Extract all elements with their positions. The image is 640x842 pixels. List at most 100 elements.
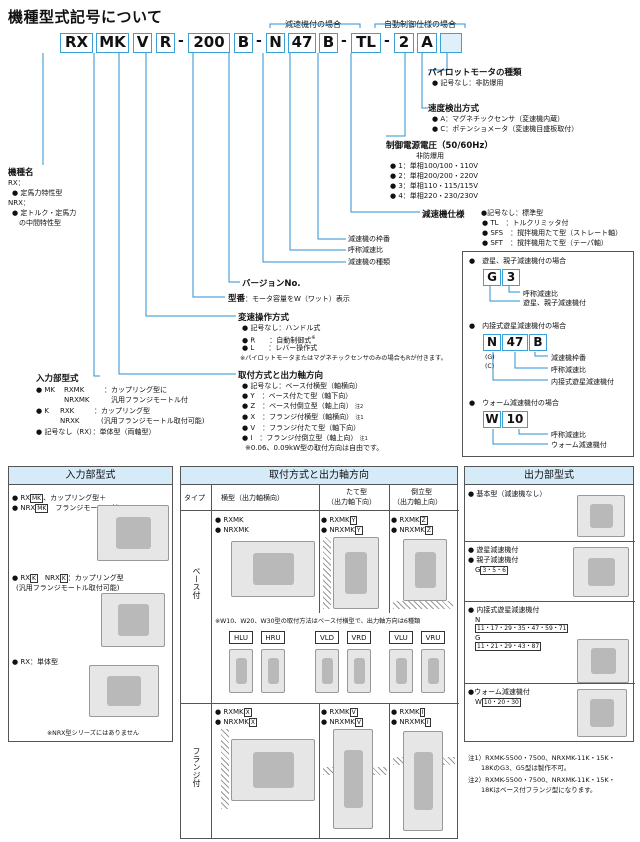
- code-2: 2: [394, 33, 414, 53]
- po-i3c: 11・17・29・35・47・59・71: [475, 624, 569, 633]
- input-type-k-desc2: (汎用フランジモートル取付可能): [94, 417, 205, 425]
- pi-row1-tag: MK: [30, 494, 44, 503]
- control-power-1: ● 1：単相100/100・110V: [390, 162, 479, 170]
- pm-f-v1-text: ● RXMK: [321, 708, 350, 716]
- pm-b-h1: ● RXMK: [215, 516, 244, 524]
- code-tl: TL: [351, 33, 381, 53]
- pm-f-i1-text: ● RXMK: [391, 708, 420, 716]
- pm-flange-label: フランジ付: [192, 747, 201, 787]
- input-type-k-rx: RXK: [60, 407, 75, 415]
- pm-vline-3: [389, 485, 390, 613]
- pi-row2-a-text: ● RX: [12, 574, 30, 582]
- variant-planetary-l1: 呼称減速比: [523, 290, 558, 298]
- pm-b-i-hatch: [393, 601, 453, 609]
- input-type-k-nrx: NRXK: [60, 417, 80, 425]
- pm-b-v-image: [333, 537, 379, 609]
- speed-detect-heading: 速度検出方式: [428, 104, 480, 114]
- speed-op-heading: 変速操作方式: [238, 313, 290, 323]
- mount-item-z-text: ● Z ：ベース付倒立型（軸上向）: [242, 402, 353, 410]
- pm-dir-vld-image: [315, 649, 339, 693]
- pm-f-h-hatch: [221, 729, 229, 809]
- variant-worm-l2: ウォーム減速機付: [551, 441, 607, 449]
- mount-item-x-text: ● X ：フランジ付横型（軸横向）: [242, 413, 354, 421]
- pm-dir-hru-image: [261, 649, 285, 693]
- pi-row2-tag: K: [30, 574, 38, 583]
- control-power-heading: 制御電源電圧（50/60Hz）: [386, 141, 493, 151]
- po-hline-2: [465, 601, 635, 602]
- model-no-heading: 型番: [228, 294, 246, 304]
- po-i2c: G: [475, 566, 481, 574]
- po-i3e: 11・21・29・43・87: [475, 642, 542, 651]
- code-dash-2: -: [256, 33, 262, 49]
- pm-vline-5: [389, 703, 390, 839]
- mount-item-none: ● 記号なし：ベース付横型（軸横向）: [242, 381, 402, 391]
- variant-inner-title: ● 内接式遊星減速機付の場合: [469, 322, 567, 330]
- po-i3-codes-n: 11・17・29・35・47・59・71: [475, 623, 569, 633]
- panel-mounting: 取付方式と出力軸方向 タイプ 横型（出力軸横向） たて型 （出力軸下向） 倒立型…: [180, 466, 459, 839]
- pi-row3: ● RX：単体型: [12, 658, 58, 666]
- pm-f-h1-text: ● RXMK: [215, 708, 244, 716]
- pm-b-v2-text: ● NRXMK: [321, 526, 355, 534]
- pi-row1-c: 、カップリング型＋: [43, 494, 107, 502]
- po-i1: ● 基本型（減速機なし）: [468, 490, 547, 498]
- code-b2: B: [319, 33, 338, 53]
- reducer-spec-3: ● SFS ：撹拌機用たて型（ストレート軸）: [482, 229, 623, 237]
- pi-row2-image: [101, 593, 165, 647]
- pm-f-i1-tag: I: [419, 708, 426, 717]
- model-name-nrx: NRX：: [8, 199, 30, 207]
- variant-worm-w: W: [483, 411, 501, 428]
- pm-dir-vru-image: [421, 649, 445, 693]
- pm-f-h2-tag: X: [248, 718, 257, 727]
- variant-planetary-title: ● 遊星、親子減速機付の場合: [469, 257, 567, 265]
- pm-b-v1-text: ● RXMK: [321, 516, 350, 524]
- pi-note: ※NRX型シリーズにはありません: [47, 730, 140, 737]
- input-type-heading: 入力部型式: [36, 374, 79, 384]
- code-r: R: [156, 33, 175, 53]
- pi-row2-tag2: K: [59, 574, 68, 583]
- mount-item-y-text: ● Y ：ベース付たて型（軸下向）: [242, 392, 353, 400]
- reducer-spec-4: ● SFT ：撹拌機用たて型（テーパ軸）: [482, 239, 608, 247]
- version-heading: バージョンNo.: [242, 279, 301, 289]
- control-power-2: ● 2：単相200/200・220V: [390, 172, 479, 180]
- pm-b-h2: ● NRXMK: [215, 526, 249, 534]
- mount-item-v: ● V ：フランジ付たて型（軸下向）: [242, 423, 402, 433]
- reducer-type-label: 減速機の種類: [348, 258, 390, 266]
- variant-inner-c: (C): [485, 363, 495, 370]
- mount-footnote: ※0.06、0.09kW型の取付方向は自由です。: [245, 444, 384, 452]
- reducer-spec-heading: 減速機仕様: [422, 210, 465, 220]
- variant-worm-title: ● ウォーム減速機付の場合: [469, 399, 559, 407]
- pm-col-horizontal: 横型（出力軸横向）: [221, 494, 284, 502]
- po-hline-3: [465, 683, 635, 684]
- po-i2d: 3・5・6: [480, 566, 508, 575]
- pm-b-i2-tag: Z: [424, 526, 433, 535]
- model-name-rx-item: ● 定馬力特性型: [12, 189, 63, 197]
- variant-inner-g: (G): [485, 354, 495, 361]
- code-a: A: [417, 33, 437, 53]
- pi-row1-image: [97, 505, 169, 561]
- panel-input-title: 入力部型式: [9, 467, 172, 485]
- footnote-4: 18Kはベース付フランジ型になります。: [468, 786, 597, 794]
- pm-col-headers: タイプ 横型（出力軸横向） たて型 （出力軸下向） 倒立型 （出力軸上向）: [181, 485, 459, 511]
- pm-f-v1-tag: V: [349, 708, 358, 717]
- pilot-motor-item: ● 記号なし：非防爆用: [432, 79, 504, 87]
- pm-f-v2-text: ● NRXMK: [321, 718, 355, 726]
- code-n: N: [266, 33, 285, 53]
- input-type-mk-nrx: NRXMK: [64, 396, 90, 404]
- mount-note-x: 注1: [355, 415, 364, 421]
- po-i3b: N: [475, 616, 481, 624]
